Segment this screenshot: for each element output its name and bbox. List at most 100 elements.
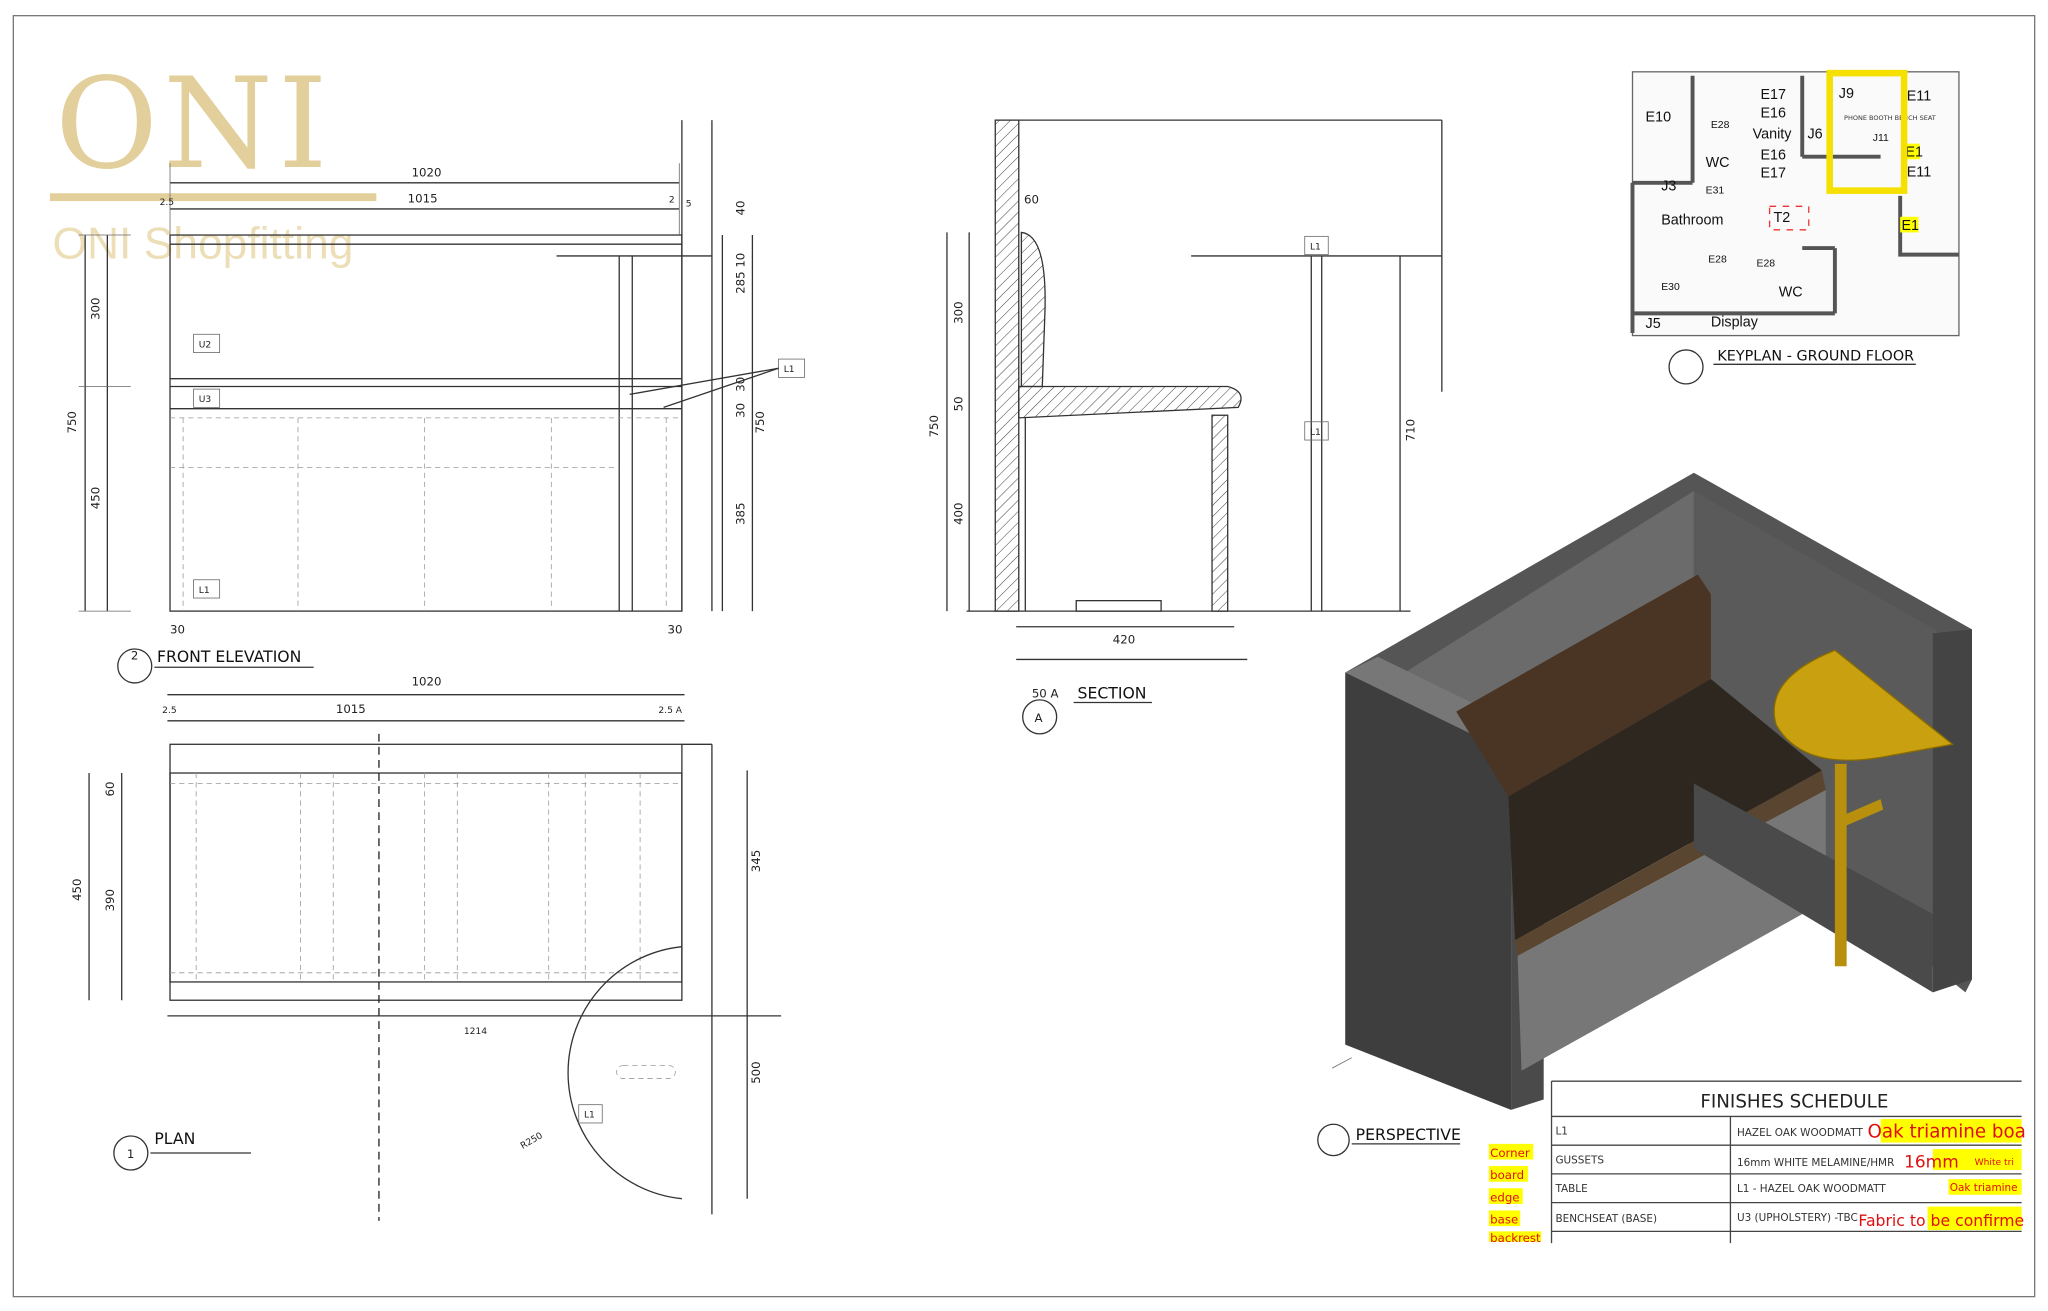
row-note: Oak triamine boa xyxy=(1868,1121,2026,1142)
schedule-row: L1 HAZEL OAK WOODMATT Oak triamine boa xyxy=(1555,1119,2026,1143)
dim-345: 345 xyxy=(749,850,763,872)
dim-450: 450 xyxy=(89,487,103,509)
kp-label: E11 xyxy=(1907,164,1931,180)
view-marker-2 xyxy=(117,648,153,684)
dim-right-edge2: 5 xyxy=(686,199,692,209)
front-elevation-title: FRONT ELEVATION xyxy=(157,647,301,666)
dim-1214: 1214 xyxy=(464,1027,487,1037)
schedule-row: BENCHSEAT (BASE) U3 (UPHOLSTERY) -TBC Fa… xyxy=(1555,1206,2024,1230)
kp-label: E28 xyxy=(1708,254,1727,265)
perspective-title: PERSPECTIVE xyxy=(1356,1125,1461,1144)
tag-l1-leg: L1 xyxy=(1310,428,1321,438)
dim-750: 750 xyxy=(65,411,79,433)
dim-60: 60 xyxy=(1024,193,1039,207)
kp-label: Bathroom xyxy=(1661,213,1723,229)
kp-label: E28 xyxy=(1711,120,1730,131)
kp-label: E16 xyxy=(1760,106,1786,122)
tag-l1: L1 xyxy=(584,1111,595,1121)
dim-30b: 30 xyxy=(734,403,748,418)
dim-10: 10 xyxy=(734,253,748,268)
logo-mark: ONI xyxy=(55,51,333,197)
kp-label: J5 xyxy=(1646,316,1661,332)
row-note: Oak triamine xyxy=(1950,1182,2018,1194)
dim-b30r: 30 xyxy=(668,622,683,636)
kp-label: J9 xyxy=(1839,86,1854,102)
plan-view: 1020 1015 2.5 2.5 A 60 390 450 345 500 1… xyxy=(70,675,782,1221)
perspective-render: PERSPECTIVE xyxy=(1317,472,1972,1157)
row-note-2: White tri xyxy=(1975,1158,2014,1168)
kp-label: E10 xyxy=(1646,109,1672,125)
row-item: L1 xyxy=(1555,1126,1567,1138)
kp-label: WC xyxy=(1779,284,1803,300)
kp-label: T2 xyxy=(1774,210,1791,226)
tag-l1: L1 xyxy=(199,586,210,596)
dim-285: 285 xyxy=(734,271,748,293)
row-item: BENCHSEAT (BASE) xyxy=(1555,1213,1657,1225)
view-number: 2 xyxy=(131,648,138,662)
row-spec: L1 - HAZEL OAK WOODMATT xyxy=(1737,1183,1886,1195)
dim-right-edge: 2.5 A xyxy=(658,706,682,716)
dim-710: 710 xyxy=(1403,419,1417,441)
kp-label: WC xyxy=(1706,155,1730,171)
annotation: board xyxy=(1490,1168,1524,1182)
dim-1020: 1020 xyxy=(412,675,442,689)
dim-1015: 1015 xyxy=(408,191,438,205)
section-view: 60 300 50 400 750 420 710 L1 L1 50 A A S… xyxy=(927,119,1443,735)
row-spec: 16mm WHITE MELAMINE/HMR xyxy=(1737,1157,1894,1169)
kp-booth-label: PHONE BOOTH BENCH SEAT xyxy=(1844,114,1936,122)
kp-label: E1 xyxy=(1901,218,1919,234)
kp-label: E30 xyxy=(1661,282,1680,293)
tag-l1-callout: L1 xyxy=(784,365,795,375)
dim-left-edge: 2.5 xyxy=(162,706,177,716)
row-note: 16mm xyxy=(1904,1152,1959,1172)
keyplan-title: KEYPLAN - GROUND FLOOR xyxy=(1717,348,1914,364)
row-spec: U3 (UPHOLSTERY) -TBC xyxy=(1737,1212,1858,1224)
kp-label: E1 xyxy=(1905,145,1923,161)
kp-label: J6 xyxy=(1807,126,1822,142)
dim-right-edge: 2 xyxy=(669,195,675,205)
plan-title: PLAN xyxy=(154,1129,195,1148)
row-item: GUSSETS xyxy=(1555,1154,1604,1166)
dim-300: 300 xyxy=(952,301,966,323)
kp-label: J11 xyxy=(1873,133,1889,144)
keyplan: E10 E28 E17 E16 Vanity J6 WC E16 E17 J3 … xyxy=(1630,69,1960,385)
kp-label: E28 xyxy=(1757,258,1776,269)
dim-left-edge: 2.5 xyxy=(160,198,175,208)
section-marker: A xyxy=(1034,711,1042,725)
dim-b30l: 30 xyxy=(170,622,185,636)
row-item: TABLE xyxy=(1554,1183,1587,1195)
annotation: edge xyxy=(1490,1190,1519,1204)
highlight-annotations: Corner board edge base backrest xyxy=(1488,1143,1542,1245)
tag-l1-top: L1 xyxy=(1310,242,1321,252)
section-ref: 50 A xyxy=(1032,686,1059,700)
schedule-row: TABLE L1 - HAZEL OAK WOODMATT Oak triami… xyxy=(1554,1179,2022,1195)
dim-750: 750 xyxy=(927,415,941,437)
dim-50: 50 xyxy=(952,396,966,411)
dim-385: 385 xyxy=(734,502,748,524)
kp-label: Display xyxy=(1711,314,1759,330)
tag-u3: U3 xyxy=(199,395,212,405)
kp-label: E16 xyxy=(1760,147,1786,163)
kp-label: Vanity xyxy=(1753,126,1793,142)
annotation: backrest xyxy=(1490,1231,1541,1245)
dim-60: 60 xyxy=(103,782,117,797)
kp-label: J3 xyxy=(1661,179,1676,195)
dim-1020: 1020 xyxy=(412,165,442,179)
oni-logo: ONI ONI Shopfitting xyxy=(49,51,377,269)
dim-420: 420 xyxy=(1113,633,1135,647)
annotation: Corner xyxy=(1490,1146,1530,1160)
annotation: base xyxy=(1490,1213,1518,1227)
dim-400: 400 xyxy=(952,502,966,524)
tag-u2: U2 xyxy=(199,340,212,350)
row-spec: HAZEL OAK WOODMATT xyxy=(1737,1127,1864,1139)
dim-1015: 1015 xyxy=(336,702,366,716)
kp-label: E11 xyxy=(1907,89,1931,105)
dim-390: 390 xyxy=(103,889,117,911)
finishes-schedule: FINISHES SCHEDULE L1 HAZEL OAK WOODMATT … xyxy=(1550,1080,2026,1244)
kp-highlight-frame xyxy=(1826,69,1908,194)
kp-label: E17 xyxy=(1760,166,1786,182)
front-elevation: 1020 1015 2.5 2 5 300 450 750 40 10 285 … xyxy=(65,120,806,684)
dim-r750: 750 xyxy=(753,411,767,433)
finishes-title: FINISHES SCHEDULE xyxy=(1700,1091,1888,1112)
